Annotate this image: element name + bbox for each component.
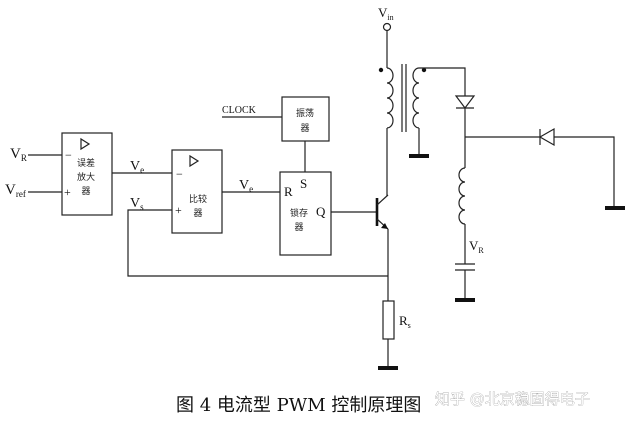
comparator-label-2: 器: [193, 208, 202, 219]
branch-wire-right: [554, 136, 615, 206]
secondary-top-wire: [419, 67, 466, 96]
watermark: 知乎 @北京稳固得电子: [435, 390, 590, 408]
latch-label-2: 器: [294, 222, 303, 233]
vin-label: Vin: [378, 5, 394, 22]
latch-q-label: Q: [316, 204, 326, 219]
vref-input-label: Vref: [5, 182, 26, 199]
latch-s-label: S: [300, 176, 307, 191]
primary-dot: [378, 67, 384, 73]
oscillator-label-1: 振荡: [296, 107, 314, 119]
secondary-coil: [412, 67, 420, 129]
rs-label: Rs: [399, 313, 411, 330]
sense-resistor: [382, 300, 395, 340]
secondary-dot: [421, 67, 427, 73]
error-amplifier-block: [61, 132, 113, 216]
output-inductor: [458, 167, 466, 225]
comparator-minus: −: [176, 167, 183, 181]
cap-ground-icon: [455, 298, 475, 302]
transistor-emitter-arrow-icon: [381, 223, 388, 229]
vr-input-label: VR: [10, 146, 27, 163]
ve1-label: Ve: [130, 159, 144, 175]
comparator-triangle-icon: [189, 154, 200, 168]
vr-output-label: VR: [469, 238, 484, 255]
latch-r-label: R: [284, 184, 293, 199]
error-amp-label-1: 误差: [77, 157, 95, 169]
ve2-label: Ve: [239, 178, 253, 194]
figure-caption: 图 4 电流型 PWM 控制原理图: [176, 395, 421, 416]
primary-coil: [386, 67, 394, 129]
vin-terminal-icon: [382, 22, 392, 32]
secondary-ground-icon: [409, 154, 429, 158]
comparator-label-1: 比较: [189, 193, 207, 205]
diode-horizontal-icon: [538, 127, 555, 147]
vs-label: Vs: [130, 196, 144, 212]
latch-block: [279, 171, 332, 256]
error-amp-label-2: 放大: [77, 171, 95, 183]
error-amp-minus: −: [65, 148, 72, 162]
vs-feedback-wire: [127, 209, 388, 277]
comparator-block: [171, 149, 223, 234]
diode-vertical-icon: [454, 95, 476, 109]
error-amp-triangle-icon: [80, 137, 91, 151]
branch-ground-icon: [605, 206, 625, 210]
rs-ground-icon: [378, 366, 398, 370]
clock-label: CLOCK: [222, 105, 257, 116]
latch-label-1: 锁存: [290, 207, 308, 219]
comparator-plus: +: [175, 203, 182, 217]
error-amp-label-3: 器: [81, 186, 90, 197]
error-amp-plus: +: [64, 185, 71, 199]
oscillator-block: [281, 96, 330, 142]
oscillator-label-2: 器: [300, 123, 309, 134]
transistor-collector: [376, 194, 389, 206]
